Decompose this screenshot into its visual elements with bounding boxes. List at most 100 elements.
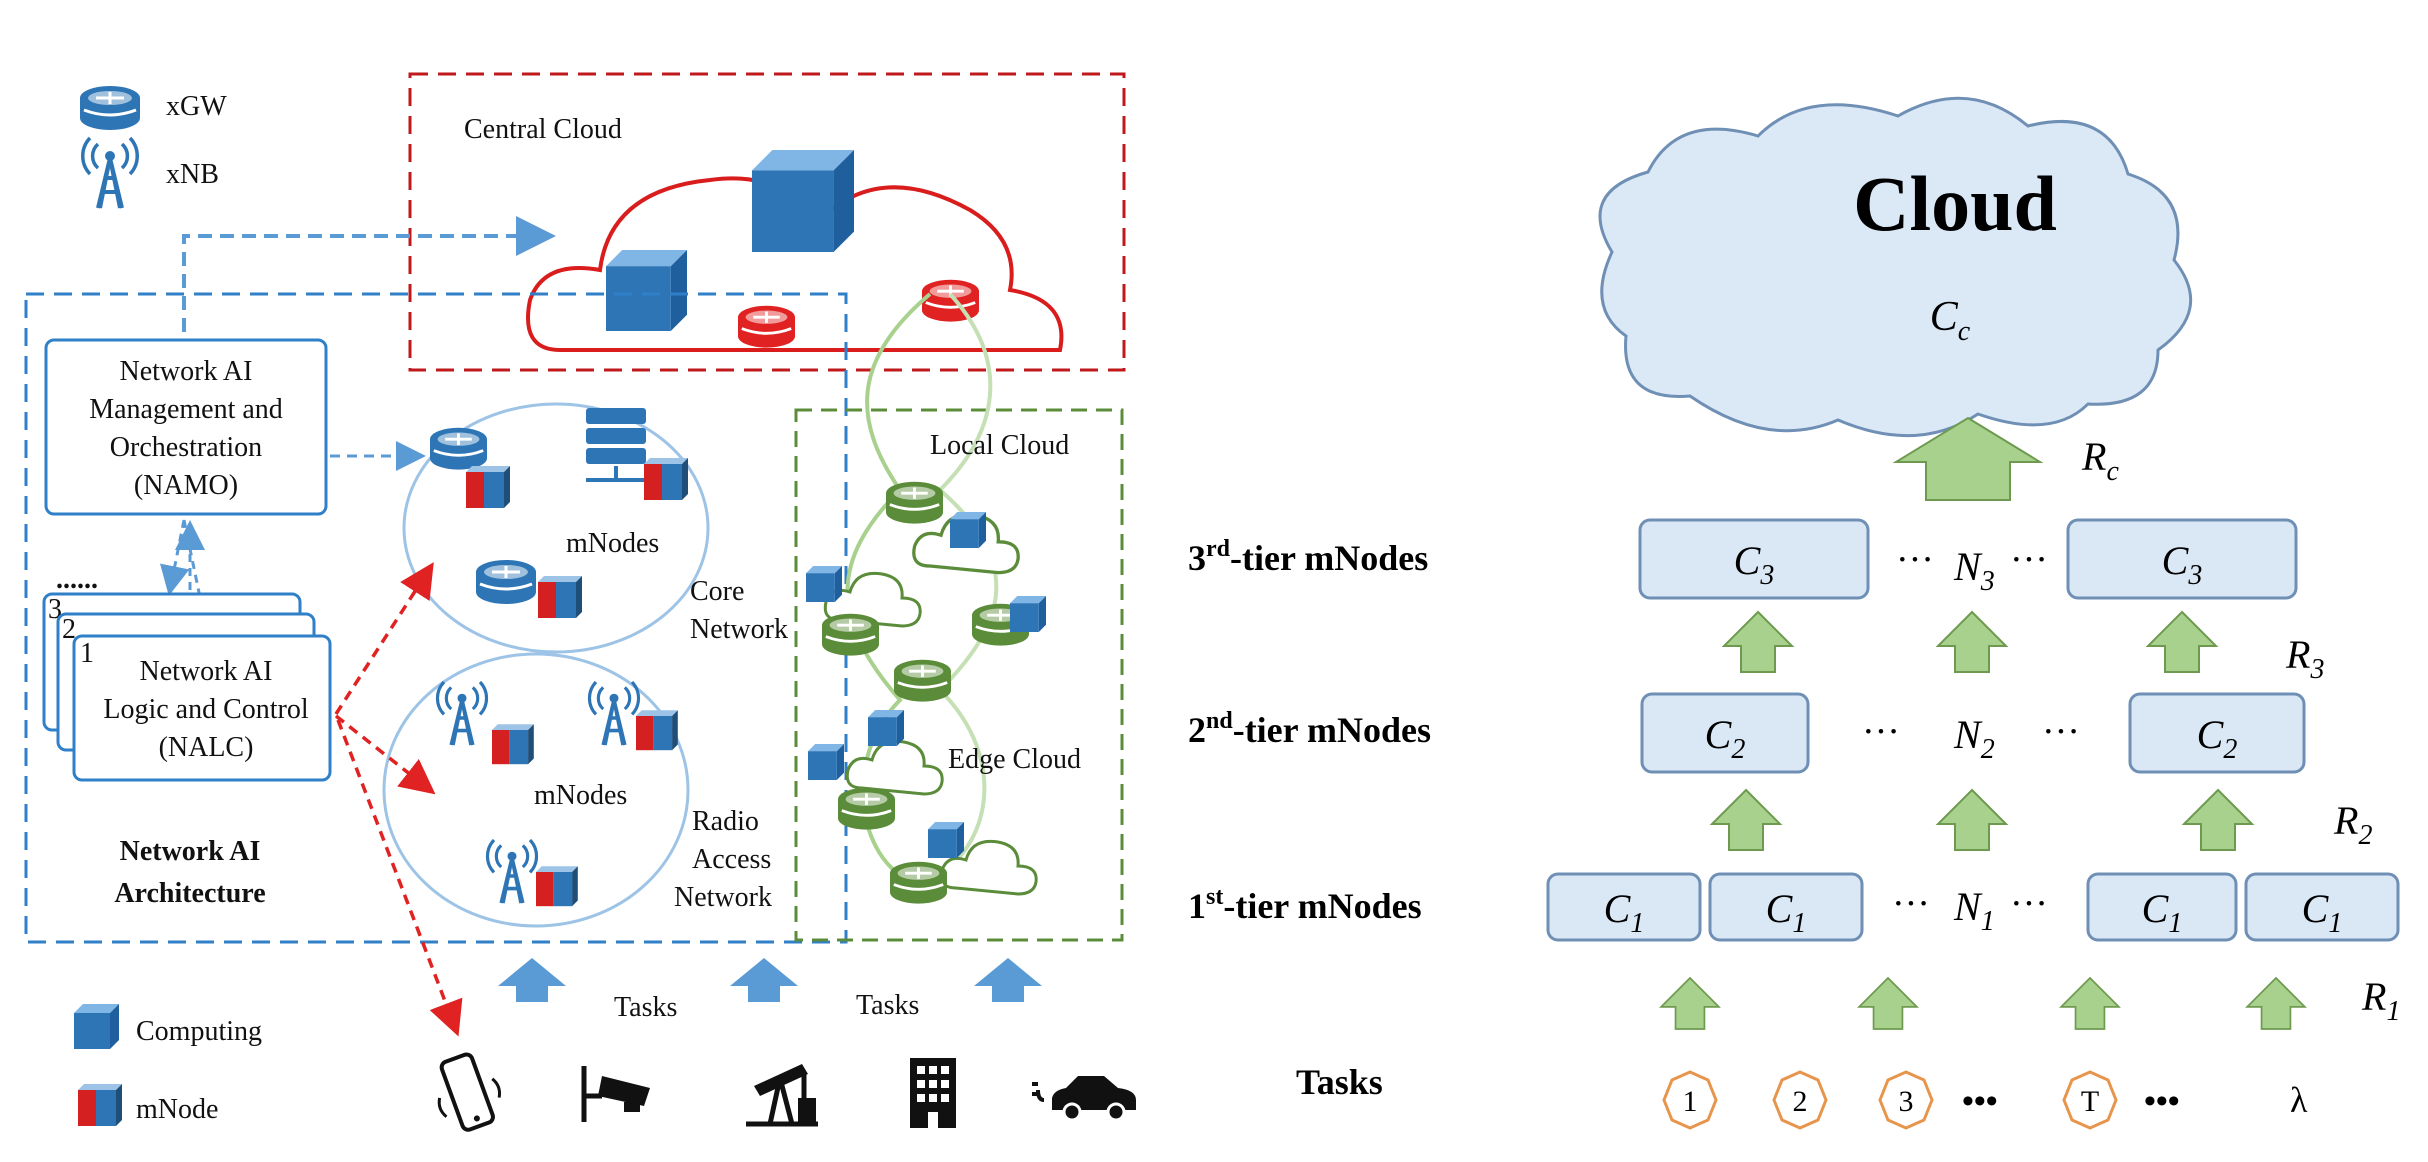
tasks-label-1: Tasks: [614, 992, 677, 1023]
electric-car-icon: [1032, 1076, 1136, 1122]
tier-3-up-arrow: [1723, 611, 1793, 673]
rate-c-arrow: [1892, 416, 2044, 501]
tasks-label: Tasks: [1296, 1062, 1383, 1102]
xgw-icon: [836, 786, 897, 832]
tier-3-node-label: C3: [2162, 538, 2203, 591]
computing-cube: [950, 512, 986, 548]
mnode-legend-icon: [78, 1084, 122, 1126]
architecture-line-2: Architecture: [114, 878, 265, 909]
tier-2-node-label: C2: [2197, 712, 2238, 765]
core-network-line-2: Network: [690, 614, 788, 645]
tier-3-up-arrow: [1937, 611, 2007, 673]
nalc-line-3: (NALC): [159, 732, 254, 763]
computing-cube: [806, 566, 842, 602]
xgw-icon: [736, 304, 797, 350]
architecture-line-1: Network AI: [120, 836, 261, 867]
tier-1-node-label: C1: [1766, 886, 1807, 939]
tasks-label-2: Tasks: [856, 990, 919, 1021]
namo-nalc-arrow: [159, 519, 190, 596]
core-mnodes-label: mNodes: [566, 528, 659, 559]
oil-pump-icon: [746, 1064, 818, 1127]
tier-3-node: [1638, 518, 1870, 600]
nalc-line-1: Network AI: [140, 656, 273, 687]
task-dots: •••: [2144, 1083, 2180, 1120]
core-network-ellipse: [402, 402, 710, 654]
cloud-capacity: Cc: [1930, 294, 1971, 347]
tier-1-node: [2244, 872, 2400, 942]
stack-ellipsis: ......: [56, 564, 98, 595]
tier-2-node-label: C2: [1705, 712, 1746, 765]
tier-2-count: N2: [1953, 712, 1995, 765]
mnode-icon: [538, 576, 582, 618]
task-dots: •••: [1962, 1083, 1998, 1120]
tier-1-node: [1708, 872, 1864, 942]
rate-2-label: R2: [2333, 798, 2372, 851]
tier-1-node-label: C1: [2142, 886, 2183, 939]
task-arrow: [730, 958, 798, 1002]
xgw-icon: [474, 558, 538, 606]
computing-cube: [868, 710, 904, 746]
tier-1-node: [1546, 872, 1702, 942]
mnode-icon: [492, 724, 534, 765]
surveillance-camera-icon: [581, 1066, 650, 1122]
nalc-core-arrow: [334, 562, 434, 715]
legend-xgw-label: xGW: [166, 91, 227, 122]
central-cloud-label: Central Cloud: [464, 114, 622, 145]
green-link: [929, 292, 999, 882]
namo-line-3: Orchestration: [110, 432, 262, 463]
tier-2-up-arrow: [1937, 789, 2007, 851]
nalc-ran-arrow: [334, 714, 436, 795]
small-cloud-icon: [845, 739, 944, 796]
task-arrow: [498, 958, 566, 1002]
namo-to-cloud-arrow: [182, 216, 556, 332]
computing-cube: [752, 150, 854, 252]
task-node-1: 1: [1662, 1070, 1718, 1130]
tier-2-node: [1640, 692, 1810, 774]
core-network-line-1: Core: [690, 576, 744, 607]
tier-3-dots: ···: [2010, 539, 2048, 581]
mnode-icon: [466, 466, 510, 508]
xgw-icon: [892, 658, 953, 704]
legend-xgw: xGW: [78, 84, 227, 132]
task-node-3: 3: [1878, 1070, 1934, 1130]
nalc-box-1: [72, 634, 332, 782]
server-icon: [586, 408, 646, 482]
xgw-icon: [920, 278, 981, 324]
mnode-icon: [636, 710, 678, 751]
xnb-icon: [435, 680, 489, 747]
namo-line-2: Management and: [89, 394, 283, 425]
lambda-label: λ: [2290, 1080, 2308, 1120]
tier-1-count: N1: [1953, 884, 1995, 937]
mnode-icon: [644, 458, 688, 500]
tier-2-node: [2128, 692, 2306, 774]
xnb-icon: [587, 680, 641, 747]
tier-3-node: [2066, 518, 2298, 600]
task-id-1: 1: [1683, 1085, 1698, 1118]
tier-1-up-arrow: [2246, 977, 2306, 1030]
task-id-t: T: [2081, 1085, 2099, 1118]
computing-cube: [928, 822, 964, 858]
mnode-icon: [536, 866, 578, 907]
tier-3-dots: ···: [1896, 539, 1934, 581]
tier-3-up-arrow: [2147, 611, 2217, 673]
nalc-line-2: Logic and Control: [103, 694, 309, 725]
local-edge-cloud-box: [794, 408, 1124, 942]
local-cloud-label: Local Cloud: [930, 430, 1069, 461]
task-node-2: 2: [1772, 1070, 1828, 1130]
tier-1-up-arrow: [1858, 977, 1918, 1030]
computing-cube: [1010, 596, 1046, 632]
tier-2-dots: ···: [2042, 711, 2080, 753]
xgw-icon: [78, 84, 142, 132]
xgw-icon: [428, 426, 489, 472]
stack-number-1: 1: [80, 638, 94, 669]
rate-1-label: R1: [2361, 974, 2400, 1027]
tier-1-node: [2086, 872, 2238, 942]
tier-1-dots: ···: [2010, 883, 2048, 925]
tier-2-up-arrow: [2183, 789, 2253, 851]
xnb-icon: [80, 136, 140, 210]
legend-xnb: xNB: [80, 136, 219, 210]
tier-1-dots: ···: [1892, 883, 1930, 925]
tier-2-dots: ···: [1862, 711, 1900, 753]
ran-line-1: Radio: [692, 806, 759, 837]
